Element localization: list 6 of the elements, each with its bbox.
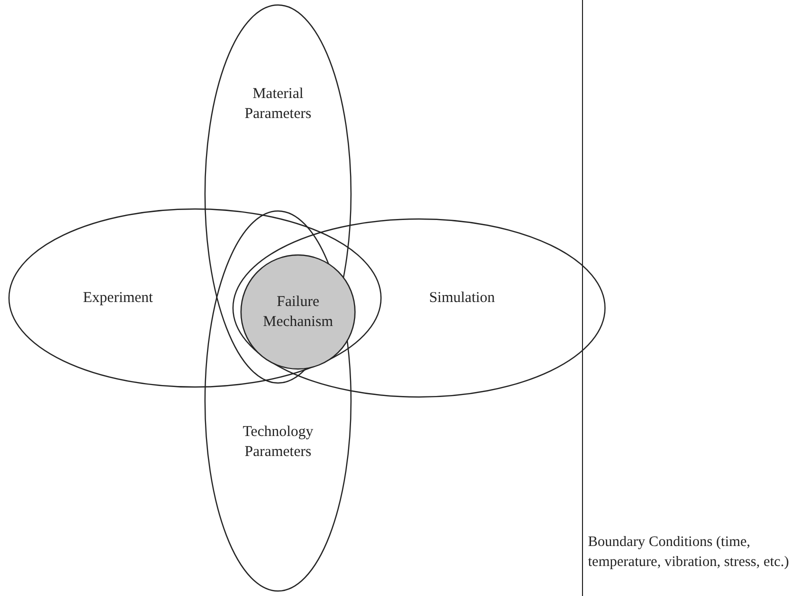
region-label: Material Parameters [244,85,312,124]
region-label: Experiment [82,289,154,308]
region-label: Simulation [428,289,496,308]
region-label: Technology Parameters [242,423,314,462]
region-label: Failure Mechanism [262,293,334,332]
note-text: Boundary Conditions (time, temperature, vibration, stress, etc.) [588,533,790,572]
